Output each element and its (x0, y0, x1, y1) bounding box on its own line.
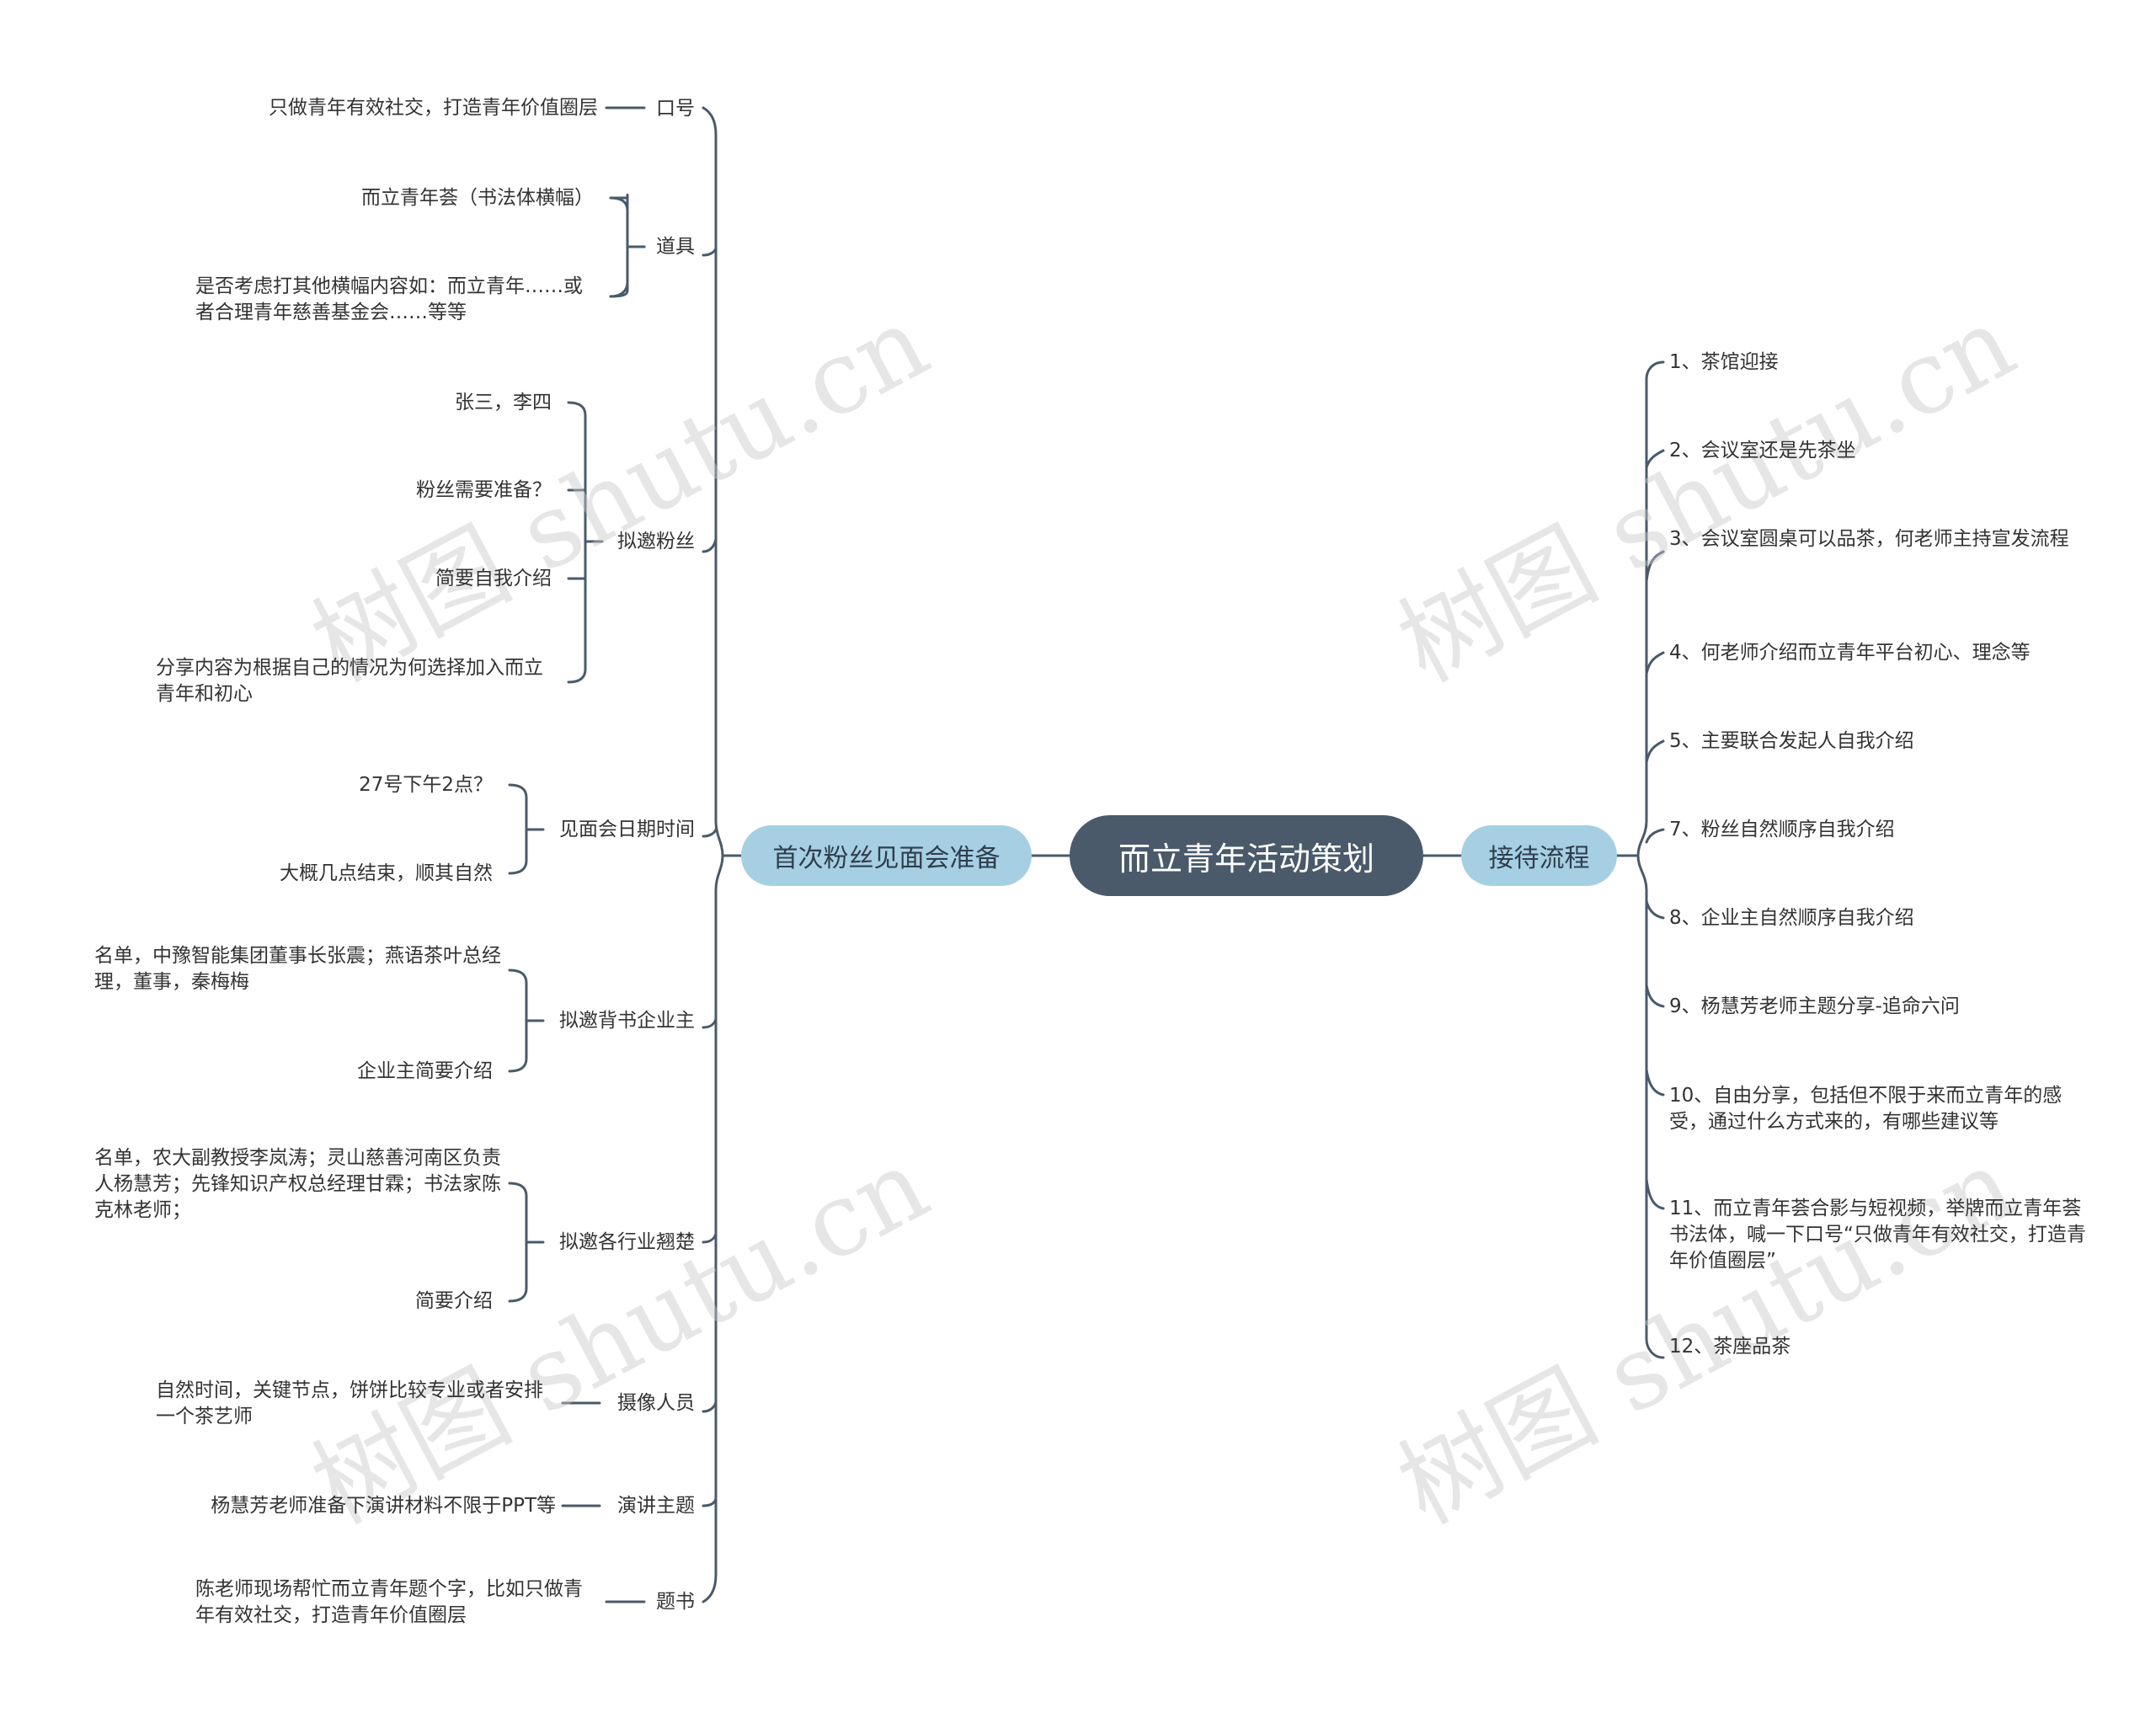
leaf-node[interactable]: 名单，中豫智能集团董事长张震；燕语茶叶总经理，董事，秦梅梅 (94, 945, 501, 993)
topic-node[interactable]: 拟邀背书企业主 (559, 1010, 695, 1032)
root-node[interactable]: 而立青年活动策划 (1070, 815, 1423, 896)
step-node[interactable]: 8、企业主自然顺序自我介绍 (1669, 907, 1914, 929)
step-node[interactable]: 10、自由分享，包括但不限于来而立青年的感受，通过什么方式来的，有哪些建议等 (1669, 1085, 2063, 1133)
left-branch-node[interactable]: 首次粉丝见面会准备 (741, 825, 1032, 886)
topic-node[interactable]: 见面会日期时间 (559, 819, 695, 840)
step-node[interactable]: 3、会议室圆桌可以品茶，何老师主持宣发流程 (1669, 528, 2069, 550)
topic-node[interactable]: 道具 (656, 236, 695, 258)
topic-node[interactable]: 口号 (656, 98, 695, 120)
step-node[interactable]: 4、何老师介绍而立青年平台初心、理念等 (1669, 642, 2031, 664)
step-node[interactable]: 7、粉丝自然顺序自我介绍 (1669, 819, 1895, 840)
step-node[interactable]: 11、而立青年荟合影与短视频，举牌而立青年荟书法体，喊一下口号“只做青年有效社交… (1669, 1198, 2086, 1272)
leaf-node[interactable]: 企业主简要介绍 (357, 1060, 493, 1082)
leaf-node[interactable]: 分享内容为根据自己的情况为何选择加入而立青年和初心 (156, 657, 543, 705)
leaf-node[interactable]: 名单，农大副教授李岚涛；灵山慈善河南区负责人杨慧芳；先锋知识产权总经理甘霖；书法… (94, 1147, 501, 1221)
topic-node[interactable]: 拟邀各行业翘楚 (559, 1231, 695, 1253)
leaf-node[interactable]: 简要介绍 (415, 1290, 493, 1312)
leaf-node[interactable]: 自然时间，关键节点，饼饼比较专业或者安排一个茶艺师 (156, 1379, 543, 1427)
step-node[interactable]: 9、杨慧芳老师主题分享-追命六问 (1669, 995, 1960, 1017)
leaf-node[interactable]: 只做青年有效社交，打造青年价值圈层 (269, 97, 598, 119)
leaf-node[interactable]: 而立青年荟（书法体横幅） (361, 187, 594, 209)
leaf-node[interactable]: 27号下午2点？ (359, 774, 493, 796)
topic-node[interactable]: 摄像人员 (617, 1392, 695, 1414)
topic-node[interactable]: 题书 (656, 1591, 695, 1613)
leaf-node[interactable]: 粉丝需要准备？ (416, 479, 552, 501)
leaf-node[interactable]: 是否考虑打其他横幅内容如：而立青年……或者合理青年慈善基金会……等等 (195, 275, 583, 323)
topic-node[interactable]: 演讲主题 (617, 1495, 695, 1517)
step-node[interactable]: 2、会议室还是先茶坐 (1669, 440, 1856, 462)
step-node[interactable]: 5、主要联合发起人自我介绍 (1669, 730, 1914, 752)
right-branch-node[interactable]: 接待流程 (1461, 825, 1617, 886)
leaf-node[interactable]: 张三，李四 (455, 392, 552, 413)
leaf-node[interactable]: 简要自我介绍 (435, 568, 552, 590)
step-node[interactable]: 1、茶馆迎接 (1669, 351, 1779, 373)
topic-node[interactable]: 拟邀粉丝 (617, 531, 695, 552)
leaf-node[interactable]: 陈老师现场帮忙而立青年题个字，比如只做青年有效社交，打造青年价值圈层 (195, 1578, 583, 1626)
step-node[interactable]: 12、茶座品茶 (1669, 1336, 1791, 1358)
leaf-node[interactable]: 杨慧芳老师准备下演讲材料不限于PPT等 (211, 1495, 556, 1517)
leaf-node[interactable]: 大概几点结束，顺其自然 (280, 862, 493, 884)
